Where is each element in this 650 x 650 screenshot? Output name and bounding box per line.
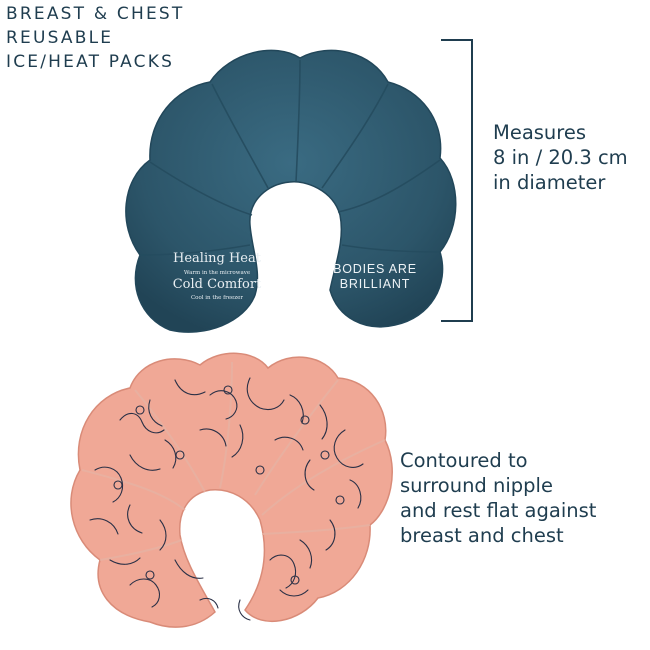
line-art-pattern — [89, 377, 364, 621]
brand-line-2: BRILLIANT — [340, 277, 410, 291]
blue-pack-seams — [139, 59, 441, 256]
contour-line-2: surround nipple — [400, 474, 553, 497]
heading-line-1: BREAST & CHEST — [6, 4, 185, 24]
measurement-caption: Measures 8 in / 20.3 cm in diameter — [493, 120, 628, 195]
cold-comfort-label: Cold Comfort — [173, 277, 262, 292]
cold-comfort-sublabel: Cool in the freezer — [191, 295, 243, 301]
pink-ice-heat-pack — [70, 352, 393, 628]
contour-line-1: Contoured to — [400, 449, 528, 472]
healing-heat-sublabel: Warm in the microwave — [184, 270, 250, 276]
contour-line-3: and rest flat against — [400, 499, 597, 522]
heading-line-3: ICE/HEAT PACKS — [6, 52, 175, 72]
healing-heat-label: Healing Heat — [173, 251, 262, 266]
pink-pack-seams — [81, 361, 386, 561]
contour-caption: Contoured to surround nipple and rest fl… — [400, 448, 596, 548]
blue-ice-heat-pack: Healing Heat Warm in the microwave Cold … — [125, 49, 457, 333]
heading-line-2: REUSABLE — [6, 28, 114, 48]
product-heading: BREAST & CHEST REUSABLE ICE/HEAT PACKS — [6, 2, 184, 74]
contour-line-4: breast and chest — [400, 524, 564, 547]
measurement-bracket — [441, 39, 473, 322]
measurement-line-2: 8 in / 20.3 cm — [493, 146, 628, 169]
brand-line-1: BODIES ARE — [333, 262, 417, 276]
measurement-line-1: Measures — [493, 121, 587, 144]
measurement-line-3: in diameter — [493, 171, 606, 194]
